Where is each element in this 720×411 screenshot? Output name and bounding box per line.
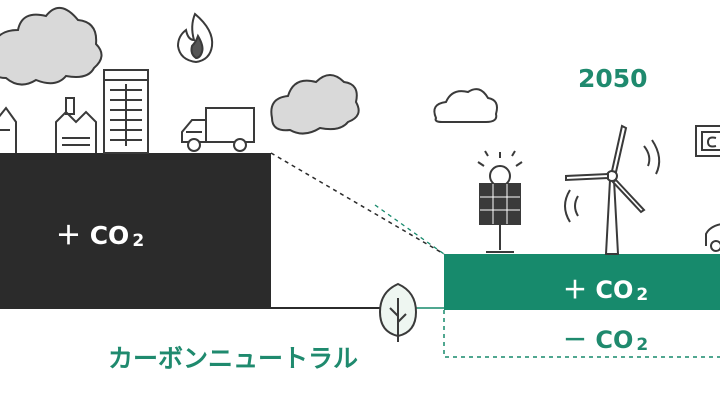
current-emissions-text: ＋ CO	[56, 221, 130, 250]
cloud-icon	[270, 74, 360, 135]
building-icon	[103, 69, 149, 154]
green-dashed-link	[374, 204, 445, 255]
cloud-icon	[0, 7, 103, 86]
wind-turbine-icon	[564, 124, 661, 255]
co2-subscript: 2	[132, 231, 145, 251]
flame-icon	[176, 12, 214, 64]
connector-dashed-top	[270, 152, 445, 255]
future-absorption-text: － CO	[563, 326, 634, 354]
cloud-icon	[433, 88, 498, 123]
solar-panel-icon	[477, 150, 523, 253]
co2-subscript: 2	[636, 285, 649, 305]
house-icon	[0, 106, 17, 153]
meter-icon	[695, 125, 720, 157]
carbon-neutral-caption: カーボンニュートラル	[108, 344, 359, 373]
truck-icon	[181, 107, 255, 152]
factory-icon	[55, 97, 97, 153]
connector-green-dashed	[271, 254, 444, 309]
car-icon	[705, 223, 720, 252]
future-emissions-text: ＋ CO	[563, 276, 634, 304]
current-emissions-block	[0, 153, 271, 309]
future-emissions-block	[444, 254, 720, 310]
tree-icon	[378, 282, 418, 342]
co2-subscript: 2	[636, 335, 649, 355]
target-year: 2050	[578, 64, 648, 93]
